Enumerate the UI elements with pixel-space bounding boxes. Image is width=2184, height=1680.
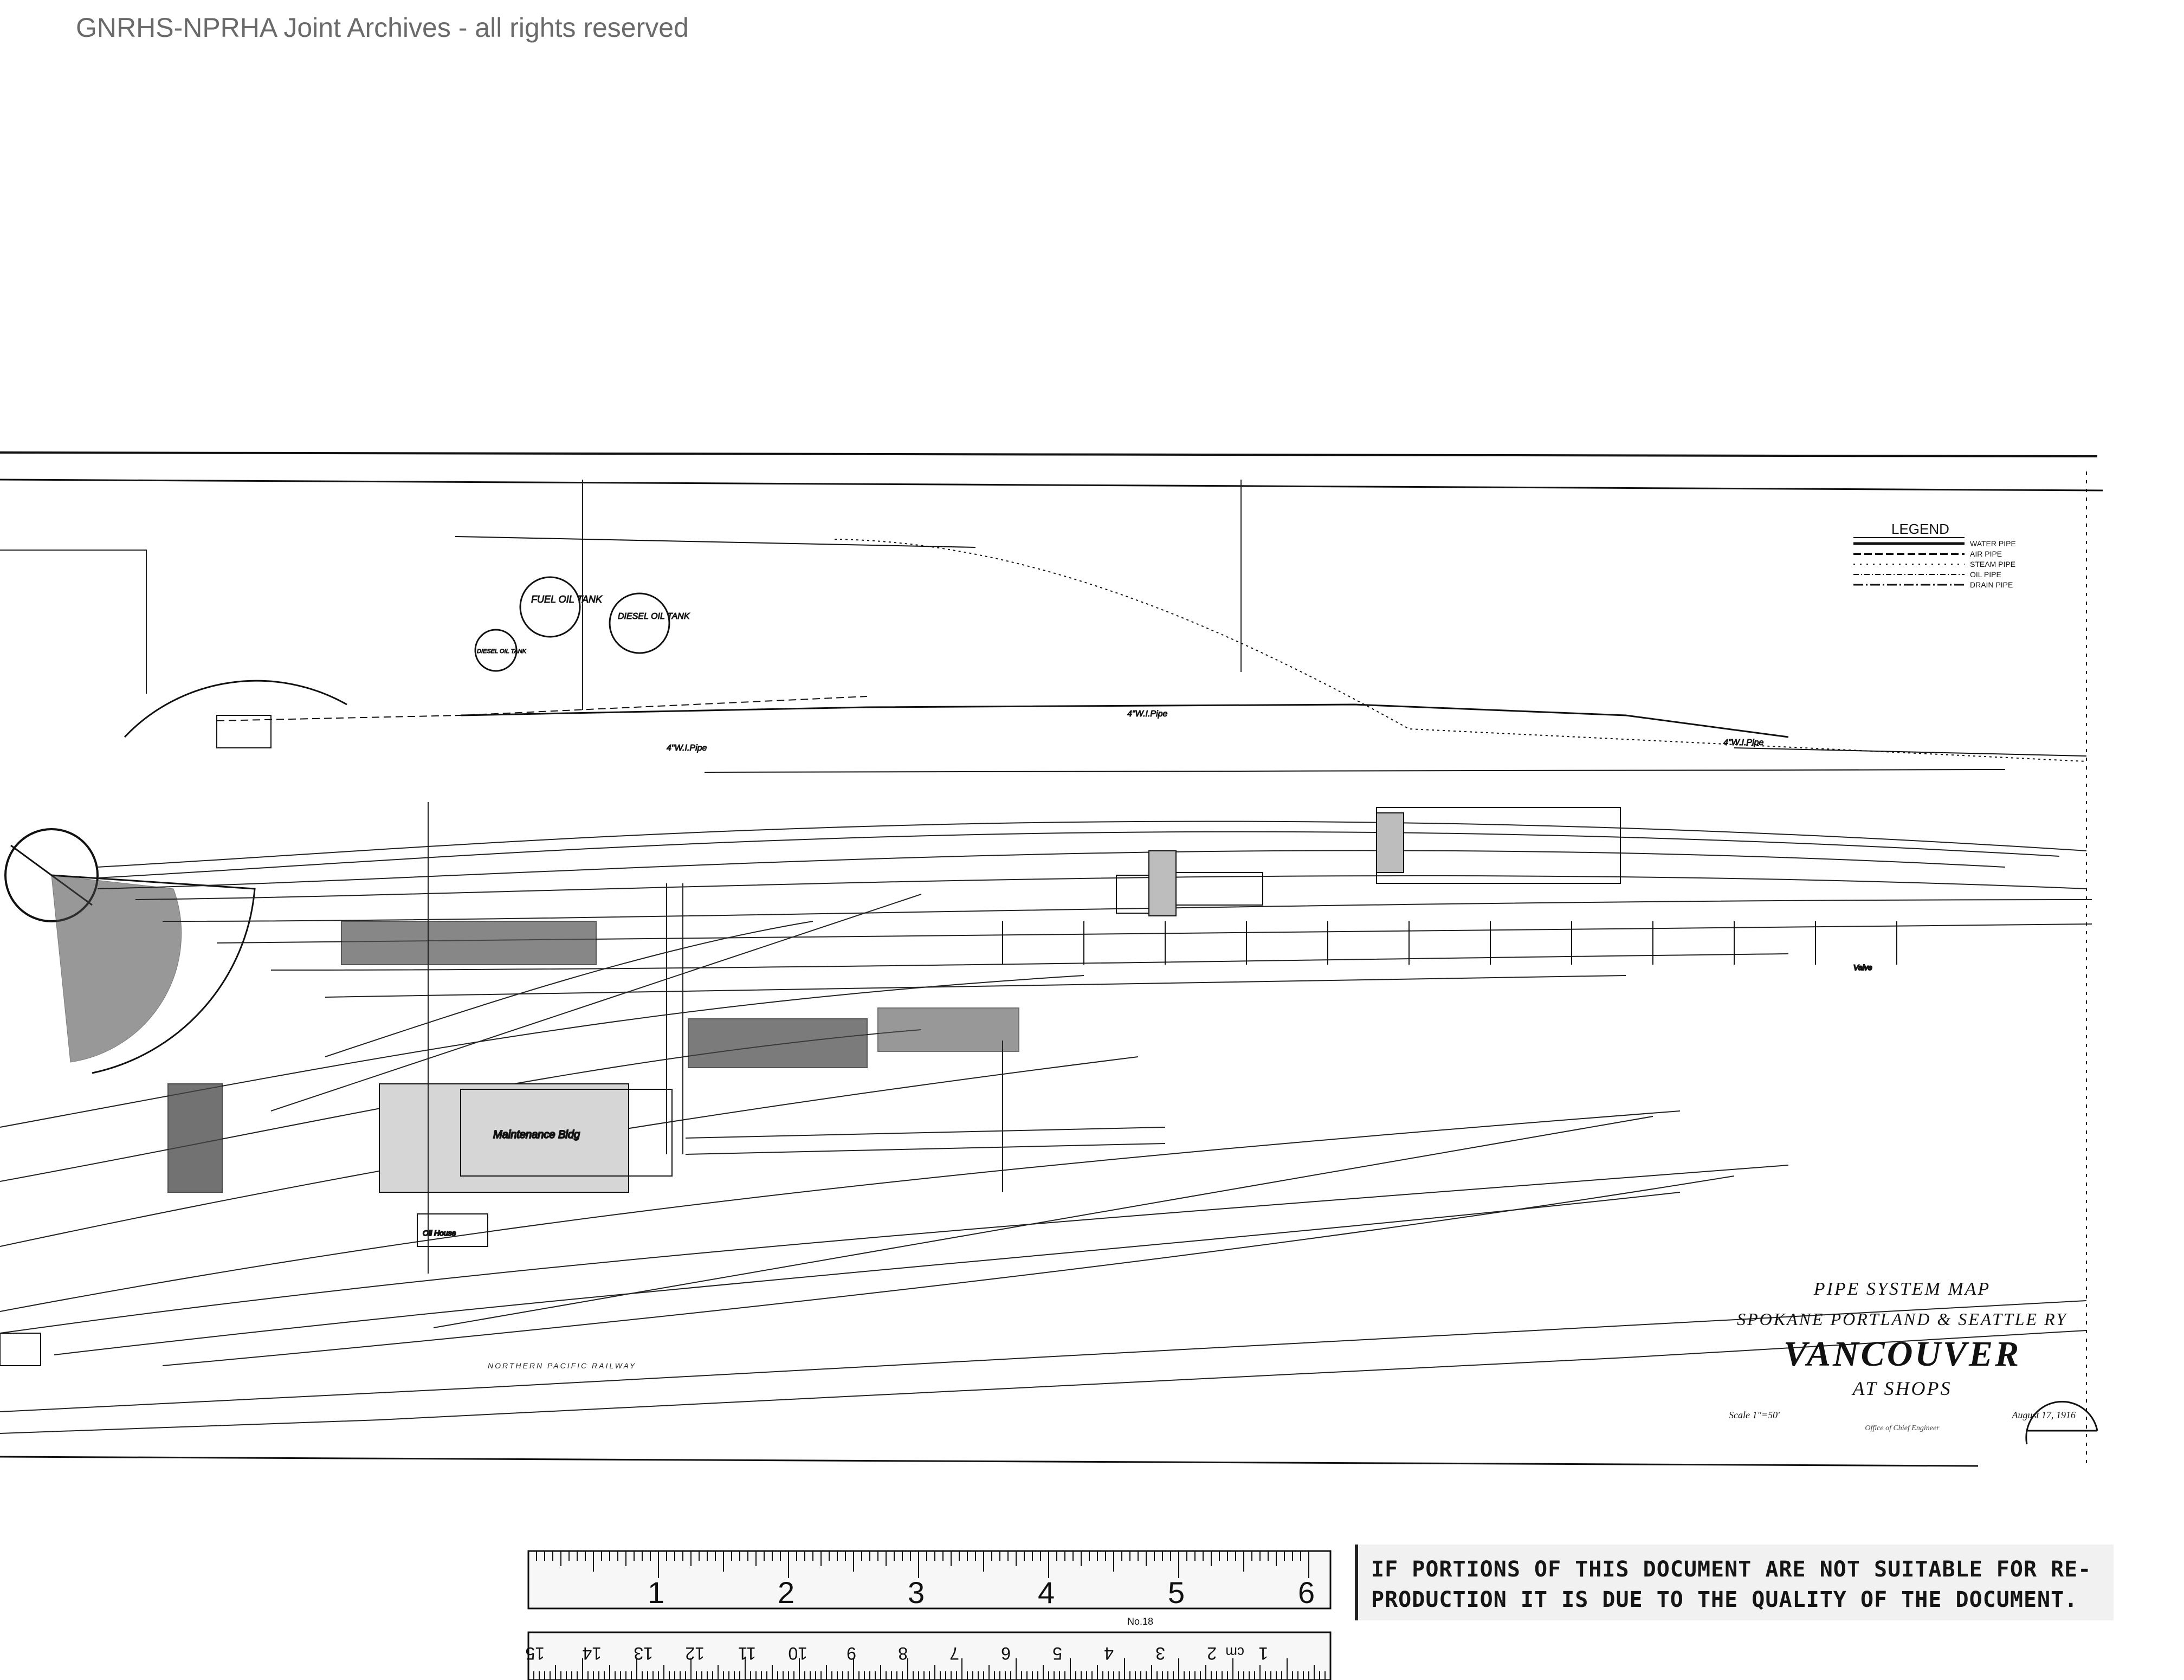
northern-pacific-label: NORTHERN PACIFIC RAILWAY xyxy=(488,1361,636,1370)
legend-title: LEGEND xyxy=(1891,521,1949,537)
title-city: VANCOUVER xyxy=(1783,1334,2021,1374)
reproduction-notice: IF PORTIONS OF THIS DOCUMENT ARE NOT SUI… xyxy=(1355,1545,2114,1620)
title-scale: Scale 1"=50' xyxy=(1729,1410,1780,1420)
diesel-tank-small-label: DIESEL OIL TANK xyxy=(477,648,527,655)
buildings: Maintenance Bldg Oil House xyxy=(0,715,1621,1366)
ruler-cm-labels: 15 14 13 12 11 10 9 8 7 6 5 4 3 2 1 cm xyxy=(525,1644,1268,1663)
ruler-cm-strip xyxy=(527,1631,1332,1680)
diesel-tank-label: DIESEL OIL TANK xyxy=(618,612,690,621)
pipe-label-1: 4"W.I.Pipe xyxy=(1127,709,1168,719)
tanks-area: FUEL OIL TANK DIESEL OIL TANK DIESEL OIL… xyxy=(474,576,690,672)
roundhouse xyxy=(4,680,347,1074)
ruler: 1 2 3 4 5 6 No.18 15 14 13 12 11 10 9 8 … xyxy=(525,1550,1332,1680)
ruler-inch-label-4: 4 xyxy=(1038,1575,1055,1610)
diesel-oil-tank xyxy=(609,592,670,654)
title-office: Office of Chief Engineer xyxy=(1865,1424,1940,1432)
roads xyxy=(428,802,1166,1274)
ruler-cm-label-11: 11 xyxy=(738,1644,756,1663)
ruler-inch-label-1: 1 xyxy=(648,1575,664,1610)
legend-item-water: WATER PIPE xyxy=(1970,539,2016,548)
title-line-1: PIPE SYSTEM MAP xyxy=(1813,1279,1991,1299)
ruler-model-label: No.18 xyxy=(1127,1616,1153,1627)
title-date: August 17, 1916 xyxy=(2012,1410,2076,1420)
ruler-inch-label-3: 3 xyxy=(908,1575,925,1610)
ruler-cm-label-8: 8 xyxy=(898,1644,908,1663)
oil-house-label: Oil House xyxy=(423,1229,456,1237)
north-arrow-icon xyxy=(2025,1400,2098,1445)
legend-item-drain: DRAIN PIPE xyxy=(1970,580,2013,589)
maintenance-label: Maintenance Bldg xyxy=(493,1129,580,1141)
ruler-cm-label-13: 13 xyxy=(634,1644,653,1663)
ruler-cm-label-2: 2 xyxy=(1207,1644,1217,1663)
map-border xyxy=(0,451,2103,1467)
title-scale-date: Scale 1"=50' August 17, 1916 xyxy=(1707,1410,2097,1421)
fuel-oil-tank xyxy=(519,576,581,638)
ruler-cm-label-1: 1 xyxy=(1258,1644,1268,1663)
fuel-tank-label: FUEL OIL TANK xyxy=(531,594,603,605)
valve-row: Valve xyxy=(1002,921,1897,972)
ruler-cm-label-12: 12 xyxy=(685,1644,705,1663)
title-line-2: SPOKANE PORTLAND & SEATTLE RY xyxy=(1737,1309,2067,1329)
legend-item-air: AIR PIPE xyxy=(1970,550,2002,558)
archive-watermark: GNRHS-NPRHA Joint Archives - all rights … xyxy=(76,12,689,43)
ruler-inch-label-5: 5 xyxy=(1168,1575,1185,1610)
ruler-cm-label-7: 7 xyxy=(949,1644,959,1663)
pipe-label-3: 4"W.I.Pipe xyxy=(1723,738,1764,747)
ruler-inch-label-2: 2 xyxy=(778,1575,794,1610)
ruler-cm-unit: cm xyxy=(1225,1644,1244,1660)
ruler-cm-label-3: 3 xyxy=(1155,1644,1165,1663)
upper-pipes: 4"W.I.Pipe 4"W.I.Pipe 4"W.I.Pipe xyxy=(216,536,2087,773)
property-lines xyxy=(0,480,2087,1434)
diesel-oil-tank-small xyxy=(474,629,518,672)
ruler-cm-label-9: 9 xyxy=(847,1644,856,1663)
ruler-cm-label-14: 14 xyxy=(582,1644,602,1663)
title-line-4: AT SHOPS xyxy=(1852,1378,1952,1399)
notice-line-2: PRODUCTION IT IS DUE TO THE QUALITY OF T… xyxy=(1371,1587,2078,1612)
ruler-cm-label-15: 15 xyxy=(525,1644,545,1663)
notice-line-1: IF PORTIONS OF THIS DOCUMENT ARE NOT SUI… xyxy=(1371,1557,2092,1582)
pipe-label-2: 4"W.I.Pipe xyxy=(667,744,707,753)
ruler-cm-label-6: 6 xyxy=(1001,1644,1011,1663)
ruler-inch-strip xyxy=(527,1550,1332,1610)
valve-label: Valve xyxy=(1853,963,1872,972)
ruler-cm-label-4: 4 xyxy=(1104,1644,1114,1663)
ruler-inch-label-6: 6 xyxy=(1298,1575,1315,1610)
legend-item-steam: STEAM PIPE xyxy=(1970,560,2015,568)
ruler-cm-label-5: 5 xyxy=(1052,1644,1062,1663)
title-block: PIPE SYSTEM MAP SPOKANE PORTLAND & SEATT… xyxy=(1707,1279,2097,1433)
legend: LEGEND WATER PIPE AIR PIPE STEAM PIPE OI… xyxy=(1853,521,2016,589)
legend-item-oil: OIL PIPE xyxy=(1970,570,2001,579)
ruler-cm-label-10: 10 xyxy=(788,1644,807,1663)
